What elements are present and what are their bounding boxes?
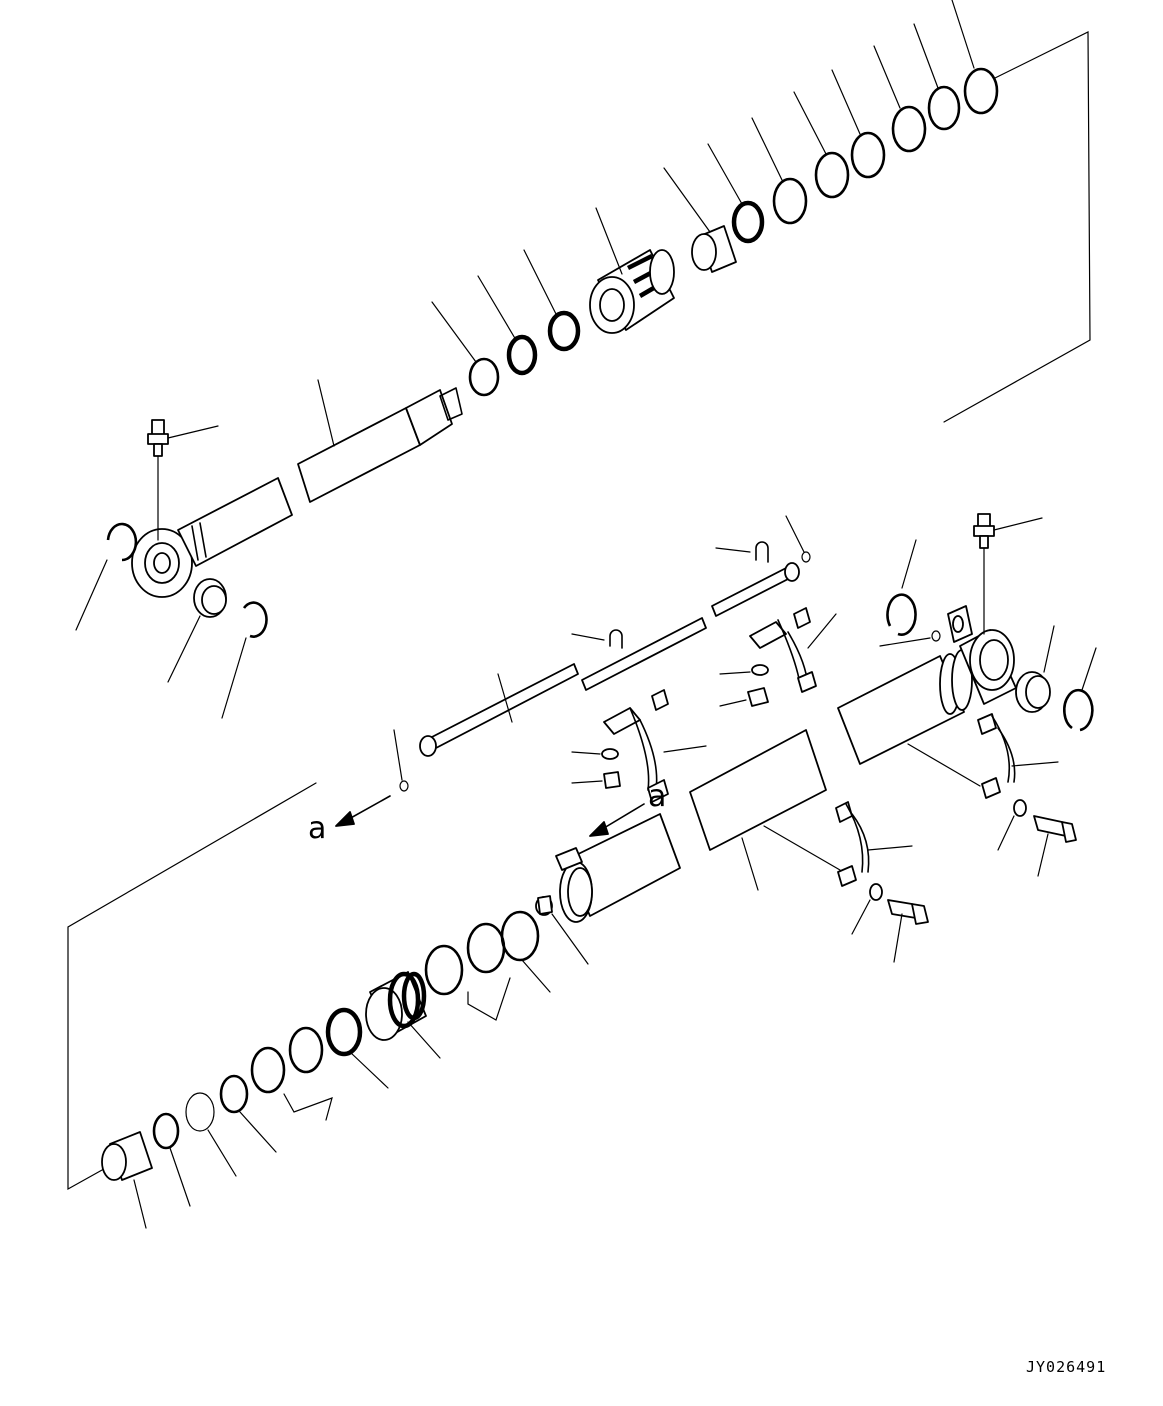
snap-ring-upper [886,593,917,636]
head-ring-2 [466,922,506,974]
dust-bushing [101,1131,153,1229]
bolt-2 [1033,815,1077,877]
seal-ring-8 [891,105,927,153]
clamp-4 [977,713,1077,877]
seal-ring-10 [963,67,999,115]
seal-ring-6 [814,151,850,199]
cylinder-bushing [691,225,737,273]
rod-eye-parts [75,522,268,719]
seal-ring-7 [850,131,886,179]
head-ring-1 [500,910,540,962]
rod-eye [131,528,193,598]
clamp-1 [571,689,707,803]
drawing-code: JY026491 [1026,1358,1106,1376]
seal-ring-3 [547,310,581,352]
piston [589,249,675,334]
seal-ring-4 [731,200,765,244]
u-bolt-2 [715,541,769,563]
snap-ring-cylinder [1063,688,1094,732]
seal-ring-9 [927,85,961,131]
clamp-2 [719,607,837,707]
cylinder-head [365,971,441,1059]
rod-body-right [297,407,421,503]
pin-bushing-cylinder [1015,625,1055,713]
section-marker-right: a [648,779,666,814]
head-ring-8 [185,1092,215,1132]
seal-ring-5 [772,177,808,225]
rod-body-left [177,477,293,567]
u-bolt-1 [571,629,623,649]
piston-rod-assembly [75,379,463,719]
head-ring-6 [250,1046,286,1094]
head-ring-4 [325,1007,363,1057]
plug [535,895,589,965]
cylinder-clevis [947,605,1017,705]
clamps [571,607,1077,963]
piston-and-seals [431,0,999,397]
cylinder-head-parts [101,895,589,1229]
head-ring-7 [219,1074,249,1114]
head-ring-5 [288,1026,324,1074]
head-ring-9 [152,1112,180,1150]
grease-fitting-cylinder [973,513,1043,635]
hydraulic-tube [393,515,811,792]
bolt-1 [887,899,929,963]
seal-ring-2 [506,334,538,376]
rod-end [405,389,453,446]
frame-lines [67,31,1091,1191]
cylinder-rear-segment [837,655,965,765]
seal-ring-1 [468,357,500,397]
section-markers: a a [308,779,666,846]
head-ring-3 [424,944,464,996]
section-marker-left: a [308,811,326,846]
clamp-3 [835,801,929,963]
cylinder-middle-segment [689,729,827,851]
grease-fitting-rod [147,419,219,541]
cylinder-tube [555,513,1097,923]
